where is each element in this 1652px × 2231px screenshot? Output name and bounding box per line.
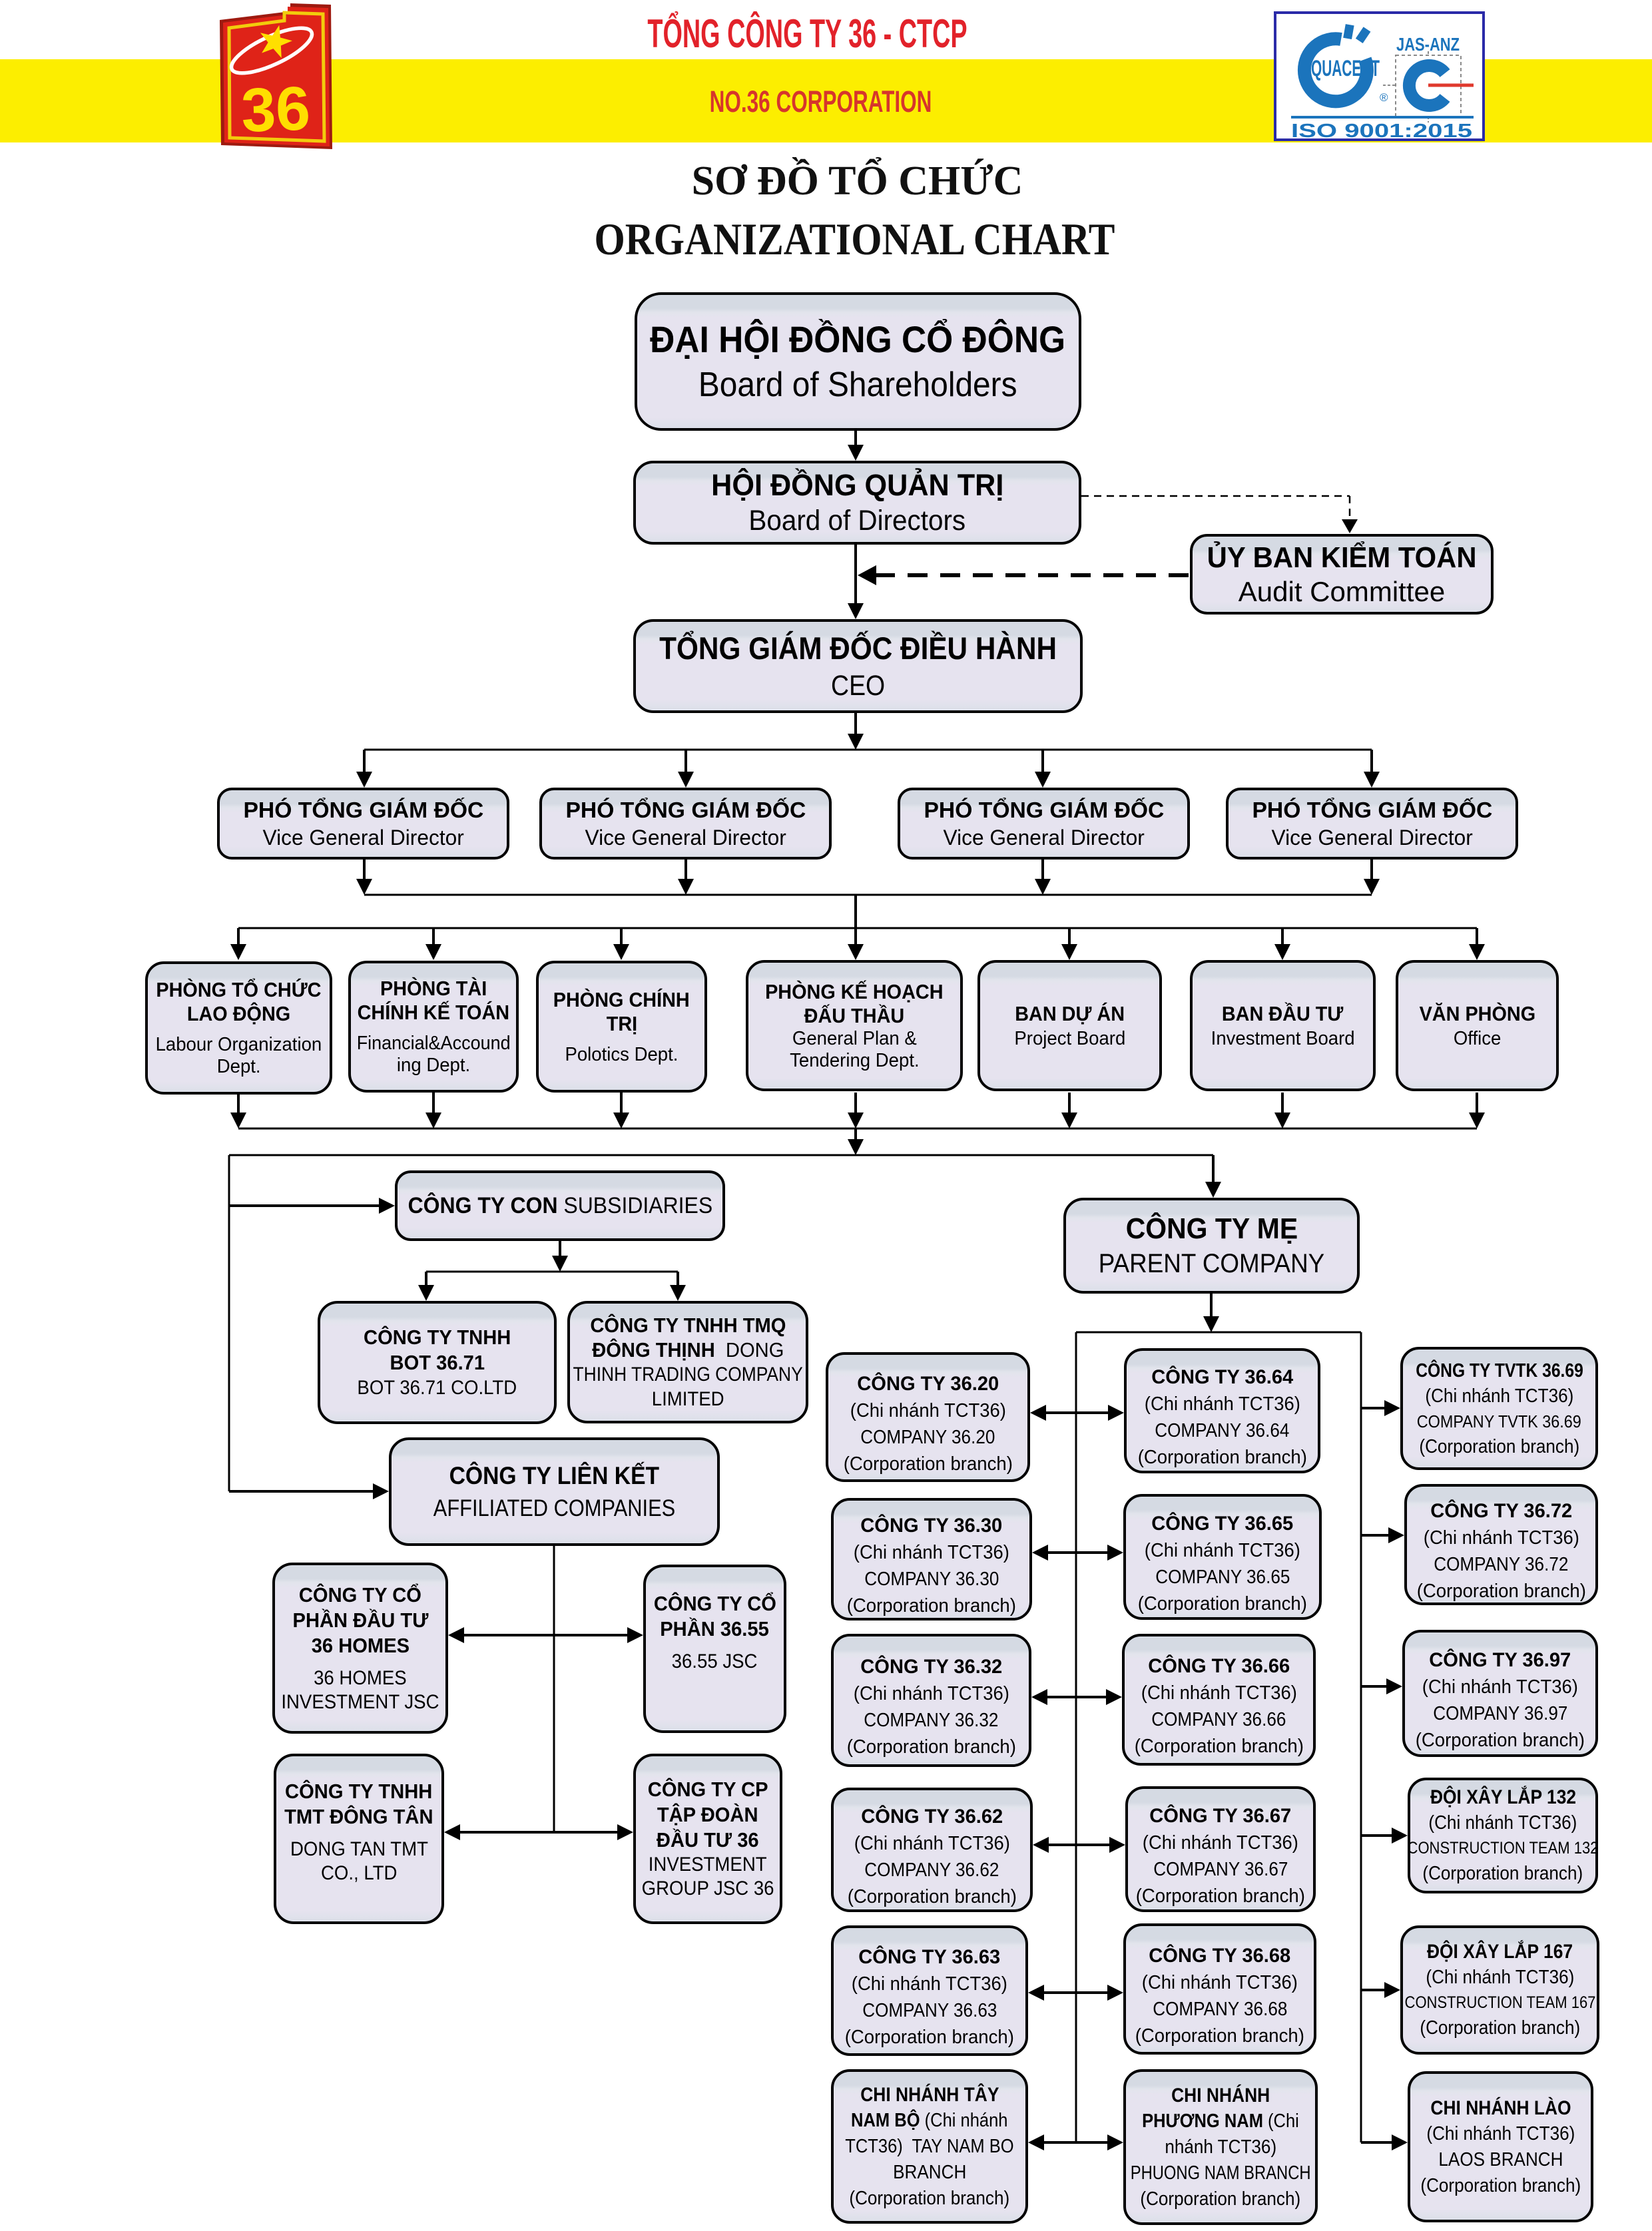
svg-text:ISO 9001:2015: ISO 9001:2015 [1291,121,1472,138]
svg-text:QUACERT: QUACERT [1311,56,1380,81]
svg-text:36: 36 [240,73,312,145]
svg-text:®: ® [1380,91,1388,104]
svg-text:JAS-ANZ: JAS-ANZ [1396,34,1460,55]
